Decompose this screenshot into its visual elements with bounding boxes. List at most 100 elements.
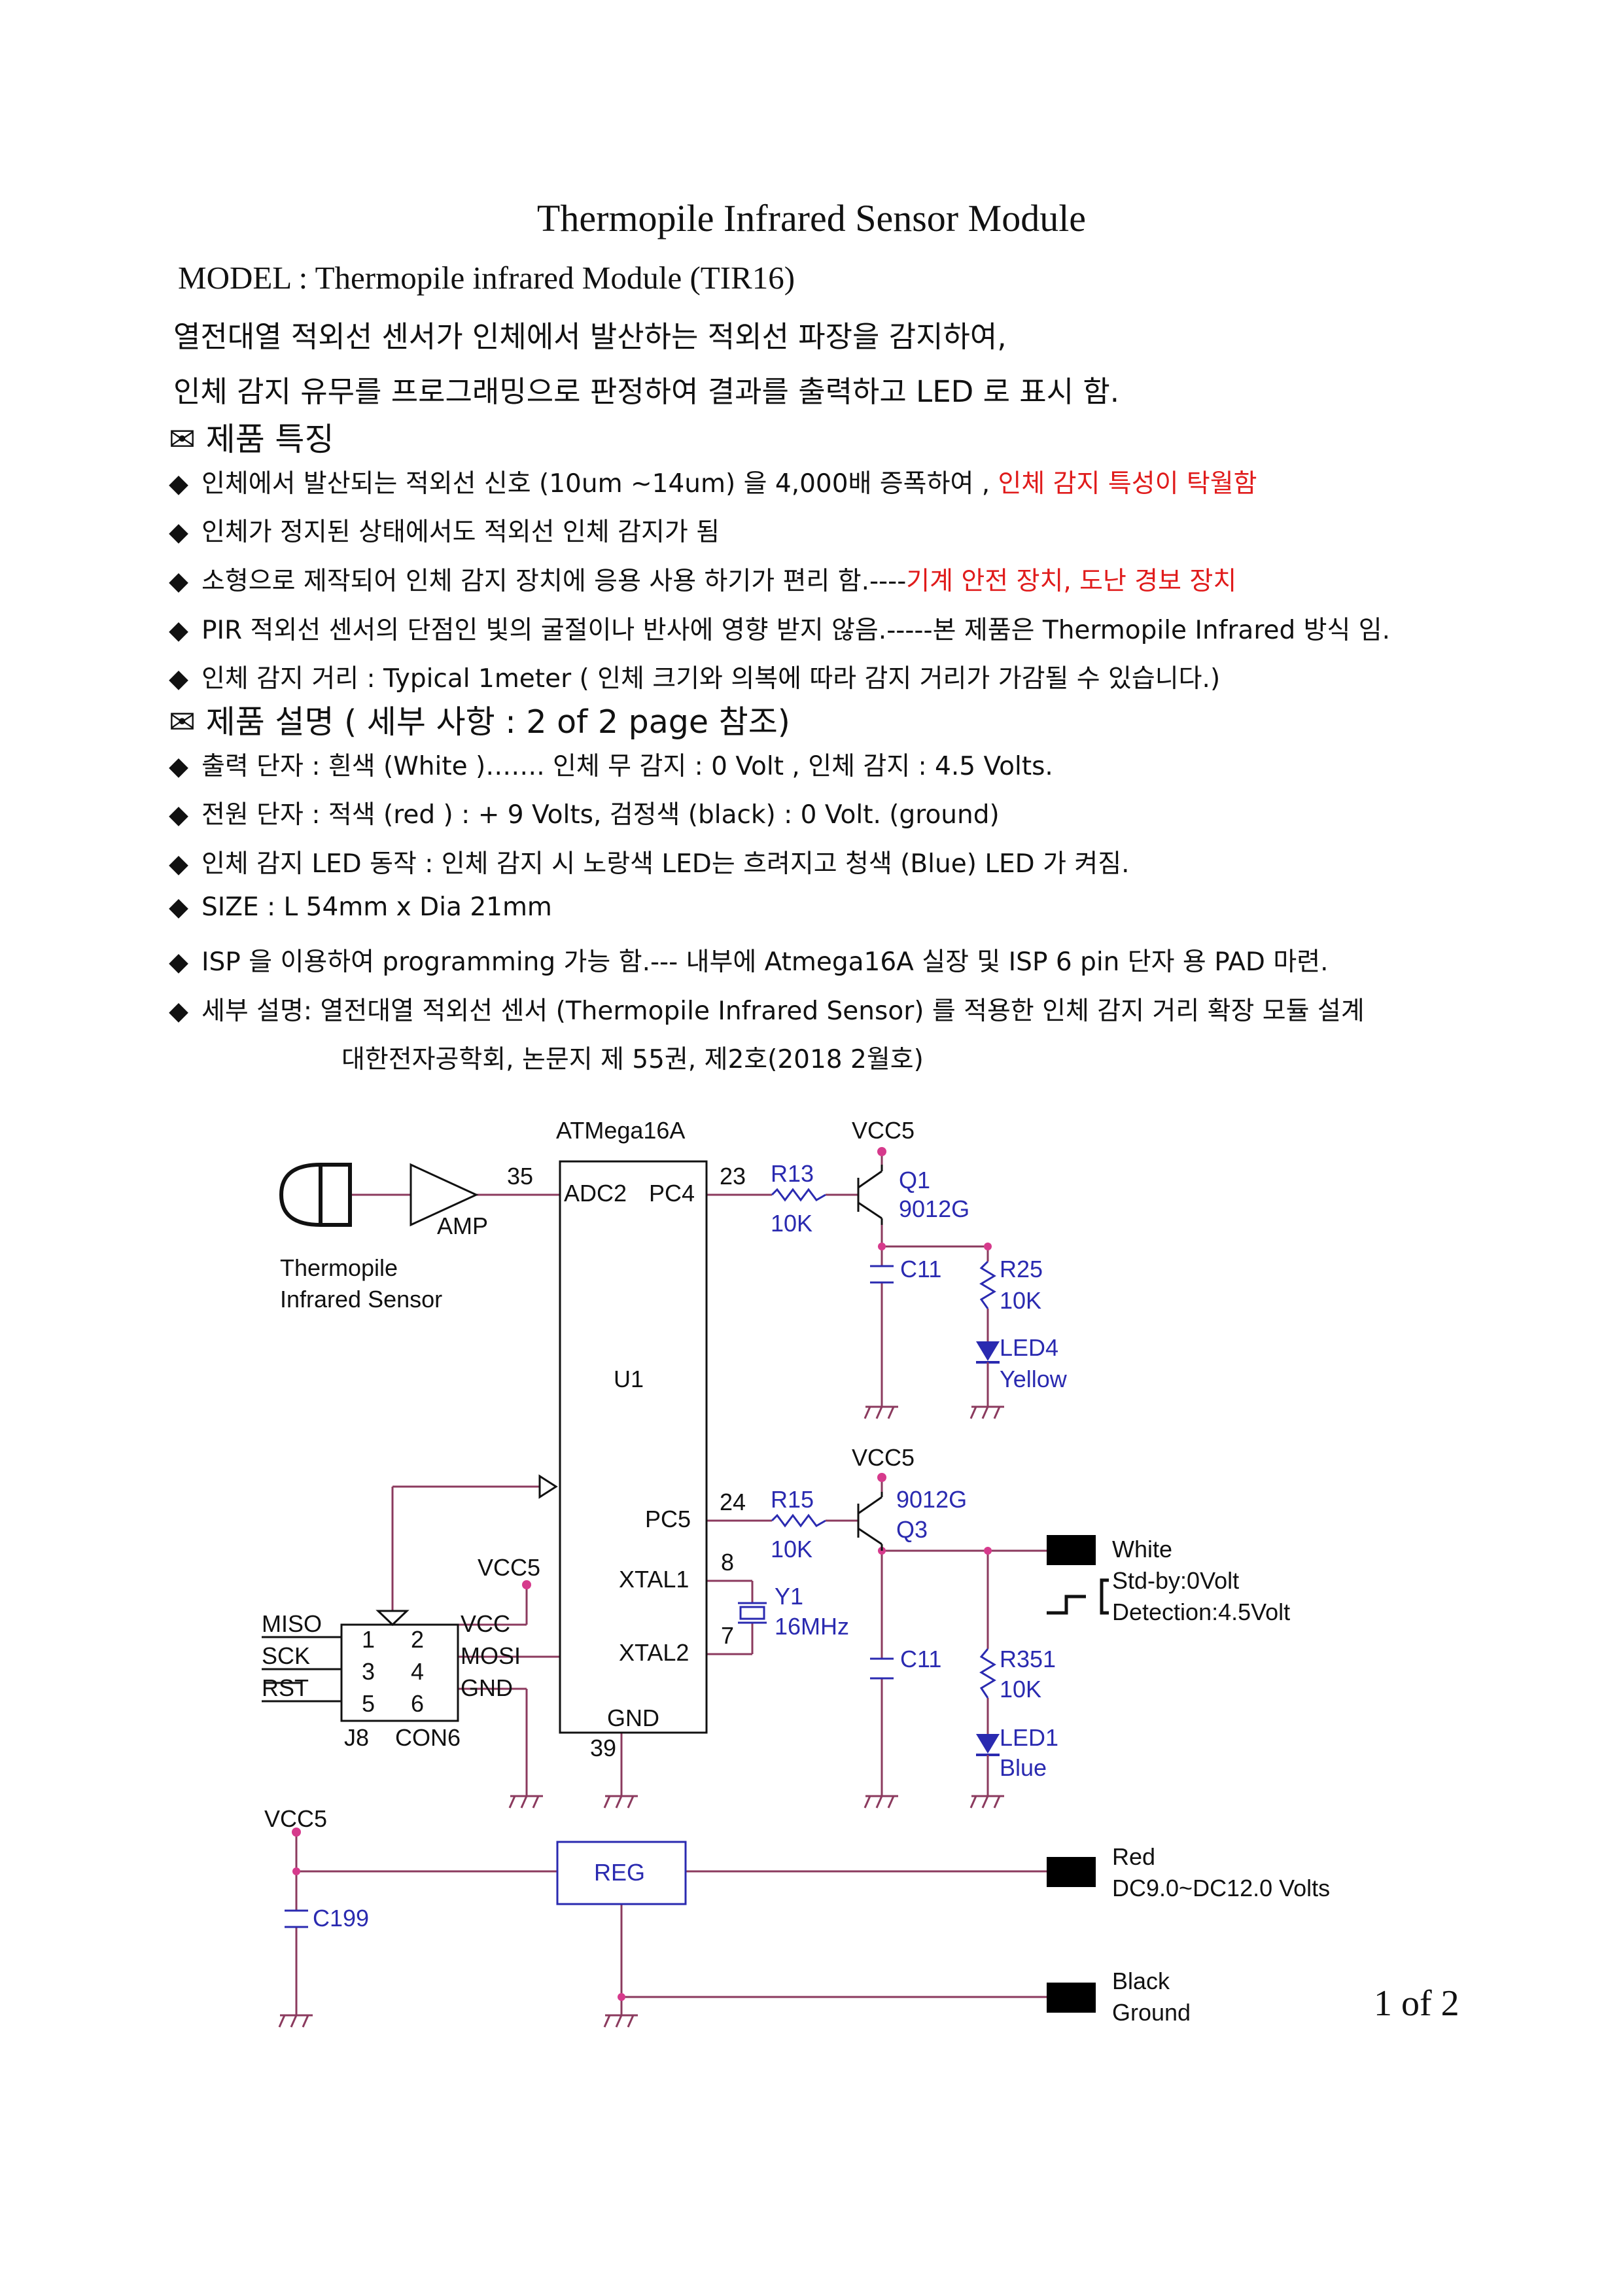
c11-bottom-label: C11 — [900, 1646, 941, 1672]
mcu-box — [559, 1160, 708, 1734]
description-item-1: ◆출력 단자 : 흰색 (White )……. 인체 무 감지 : 0 Volt… — [169, 752, 1053, 781]
diamond-bullet-icon: ◆ — [169, 849, 188, 879]
isp-pin-6: 6 — [411, 1690, 424, 1717]
thermopile-sensor-icon — [279, 1163, 352, 1227]
q1-part: 9012G — [899, 1195, 969, 1222]
features-heading: ✉ 제품 특징 — [169, 421, 334, 458]
isp-connector-box — [340, 1623, 459, 1722]
description-heading: ✉ 제품 설명 ( 세부 사항 : 2 of 2 page 참조) — [169, 703, 790, 741]
q3-part: 9012G — [896, 1486, 967, 1513]
red-wire-label: Red — [1112, 1843, 1155, 1870]
isp-pin-5: 5 — [362, 1690, 375, 1717]
isp-gnd-label: GND — [461, 1674, 513, 1701]
detection-label: Detection:4.5Volt — [1112, 1598, 1290, 1625]
isp-mosi-label: MOSI — [461, 1642, 521, 1669]
pin-pc5-label: PC5 — [645, 1506, 691, 1532]
red-terminal — [1047, 1857, 1096, 1887]
isp-vcc-label: VCC — [461, 1610, 510, 1637]
diamond-bullet-icon: ◆ — [169, 892, 188, 922]
feature-item-5: ◆인체 감지 거리 : Typical 1meter ( 인체 크기와 의복에 … — [169, 664, 1221, 694]
envelope-icon: ✉ — [169, 703, 196, 741]
pin-35-label: 35 — [507, 1163, 533, 1190]
pin-xtal1-label: XTAL1 — [619, 1566, 689, 1593]
description-item-3: ◆인체 감지 LED 동작 : 인체 감지 시 노랑색 LED는 흐려지고 청색… — [169, 849, 1130, 879]
r13-value: 10K — [771, 1210, 812, 1237]
black-wire-label: Black — [1112, 1968, 1170, 1994]
feature-item-4: ◆PIR 적외선 센서의 단점인 빛의 굴절이나 반사에 영향 받지 않음.--… — [169, 616, 1391, 645]
description-item-4: ◆SIZE : L 54mm x Dia 21mm — [169, 892, 552, 922]
isp-miso-label: MISO — [262, 1610, 322, 1637]
q3-label: Q3 — [896, 1516, 928, 1543]
q1-label: Q1 — [899, 1167, 930, 1193]
diamond-bullet-icon: ◆ — [169, 947, 188, 977]
intro-line-1: 열전대열 적외선 센서가 인체에서 발산하는 적외선 파장을 감지하여, — [173, 319, 1007, 354]
black-terminal — [1047, 1983, 1096, 2013]
isp-pin-2: 2 — [411, 1626, 424, 1653]
pin-8-label: 8 — [721, 1549, 734, 1576]
feature-item-2: ◆인체가 정지된 상태에서도 적외선 인체 감지가 됨 — [169, 518, 720, 547]
mcu-ref-label: U1 — [614, 1366, 644, 1392]
isp-pin-1: 1 — [362, 1626, 375, 1653]
description-reference: 대한전자공학회, 논문지 제 55권, 제2호(2018 2월호) — [341, 1045, 924, 1074]
white-wire-label: White — [1112, 1536, 1172, 1563]
vcc5-label-isp: VCC5 — [478, 1554, 540, 1581]
pin-24-label: 24 — [720, 1489, 746, 1515]
dc-range-label: DC9.0~DC12.0 Volts — [1112, 1875, 1330, 1901]
isp-pin-4: 4 — [411, 1658, 424, 1685]
isp-pin-3: 3 — [362, 1658, 375, 1685]
pin-adc2-label: ADC2 — [564, 1180, 627, 1207]
r15-label: R15 — [771, 1486, 814, 1513]
r351-value: 10K — [1000, 1676, 1041, 1703]
pin-pc4-label: PC4 — [649, 1180, 695, 1207]
description-item-5: ◆ISP 을 이용하여 programming 가능 함.--- 내부에 Atm… — [169, 947, 1329, 977]
r25-value: 10K — [1000, 1287, 1041, 1314]
diamond-bullet-icon: ◆ — [169, 616, 188, 645]
r15-value: 10K — [771, 1536, 812, 1563]
y1-value: 16MHz — [775, 1613, 849, 1640]
r351-label: R351 — [1000, 1646, 1056, 1672]
led1-color: Blue — [1000, 1754, 1047, 1781]
r25-label: R25 — [1000, 1256, 1043, 1282]
diamond-bullet-icon: ◆ — [169, 518, 188, 547]
reg-label: REG — [594, 1859, 645, 1886]
vcc5-label-q3: VCC5 — [852, 1444, 915, 1471]
pin-39-label: 39 — [590, 1735, 616, 1761]
sensor-label-1: Thermopile — [280, 1254, 398, 1281]
regulator-box — [556, 1841, 687, 1905]
led1-label: LED1 — [1000, 1724, 1058, 1751]
c11-top-label: C11 — [900, 1256, 941, 1282]
diamond-bullet-icon: ◆ — [169, 997, 188, 1026]
isp-sck-label: SCK — [262, 1642, 310, 1669]
led4-color: Yellow — [1000, 1366, 1068, 1392]
j8-label: J8 — [344, 1724, 369, 1751]
isp-rst-label: RST — [262, 1674, 309, 1701]
envelope-icon: ✉ — [169, 421, 196, 458]
diamond-bullet-icon: ◆ — [169, 800, 188, 830]
pin-7-label: 7 — [721, 1622, 734, 1649]
description-item-6: ◆세부 설명: 열전대열 적외선 센서 (Thermopile Infrared… — [169, 997, 1365, 1026]
amp-label: AMP — [437, 1212, 488, 1239]
sensor-label-2: Infrared Sensor — [280, 1286, 442, 1313]
mcu-name-label: ATMega16A — [556, 1117, 685, 1144]
step-waveform-icon — [1047, 1578, 1109, 1615]
page-number: 1 of 2 — [1374, 1983, 1459, 2024]
pin-xtal2-label: XTAL2 — [619, 1639, 689, 1666]
y1-label: Y1 — [775, 1583, 803, 1610]
r13-label: R13 — [771, 1160, 814, 1187]
description-item-2: ◆전원 단자 : 적색 (red ) : + 9 Volts, 검정색 (bla… — [169, 800, 1000, 830]
diamond-bullet-icon: ◆ — [169, 567, 188, 596]
white-terminal — [1047, 1535, 1096, 1565]
con6-label: CON6 — [395, 1724, 461, 1751]
pin-gnd-label: GND — [607, 1704, 659, 1731]
led4-label: LED4 — [1000, 1334, 1058, 1361]
amp-triangle-icon — [410, 1163, 479, 1227]
model-line: MODEL : Thermopile infrared Module (TIR1… — [178, 260, 795, 296]
c199-label: C199 — [313, 1905, 369, 1932]
feature-item-1: ◆인체에서 발산되는 적외선 신호 (10um ~14um) 을 4,000배 … — [169, 469, 1257, 499]
vcc5-label-power: VCC5 — [264, 1805, 327, 1832]
document-title: Thermopile Infrared Sensor Module — [536, 197, 1087, 239]
diamond-bullet-icon: ◆ — [169, 664, 188, 694]
intro-line-2: 인체 감지 유무를 프로그래밍으로 판정하여 결과를 출력하고 LED 로 표시… — [173, 374, 1120, 409]
vcc5-label-q1: VCC5 — [852, 1117, 915, 1144]
